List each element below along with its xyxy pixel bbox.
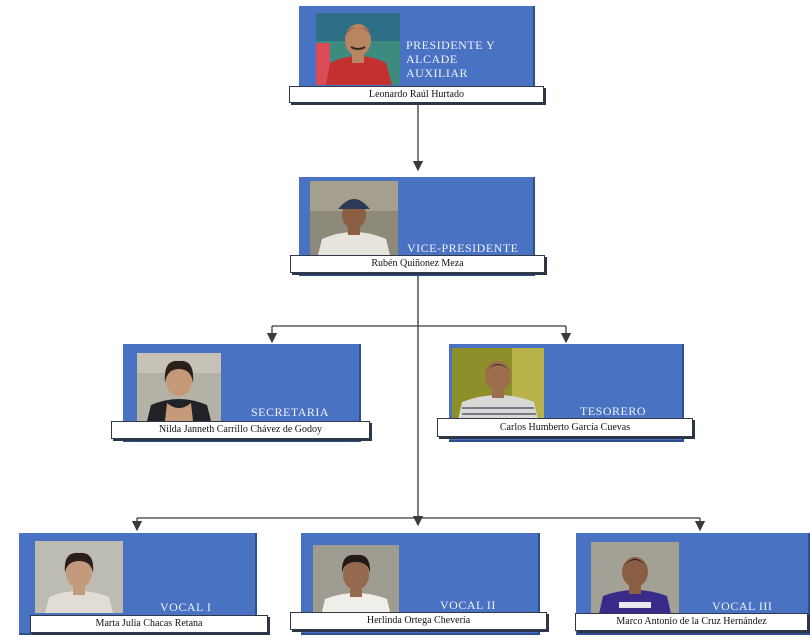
vocal-2-role: VOCAL II	[440, 598, 496, 612]
treasurer-role: TESORERO	[580, 404, 647, 418]
vice-president-name: Rubén Quiñonez Meza	[290, 255, 545, 273]
treasurer-photo	[452, 348, 544, 420]
vocal-1-name: Marta Julia Chacas Retana	[30, 615, 268, 633]
president-photo	[316, 13, 400, 85]
secretary-photo	[137, 353, 221, 421]
vocal-2-name: Herlinda Ortega Chevería	[290, 612, 547, 630]
vocal-1-photo	[35, 541, 123, 613]
treasurer-name: Carlos Humberto García Cuevas	[437, 418, 693, 437]
secretary-name: Nilda Janneth Carrillo Chávez de Godoy	[111, 421, 370, 439]
vice-president-role: VICE-PRESIDENTE	[407, 241, 519, 255]
vice-president-photo	[310, 181, 398, 255]
vocal-2-photo	[313, 545, 399, 616]
secretary-role: SECRETARIA	[251, 405, 330, 419]
president-name: Leonardo Raúl Hurtado	[289, 86, 544, 103]
vocal-1-role: VOCAL I	[160, 600, 212, 614]
vocal-3-role: VOCAL III	[712, 599, 773, 613]
president-role: PRESIDENTE Y ALCADE AUXILIAR	[406, 38, 496, 80]
vocal-3-name: Marco Antonio de la Cruz Hernández	[575, 613, 808, 631]
vocal-3-photo	[591, 542, 679, 614]
